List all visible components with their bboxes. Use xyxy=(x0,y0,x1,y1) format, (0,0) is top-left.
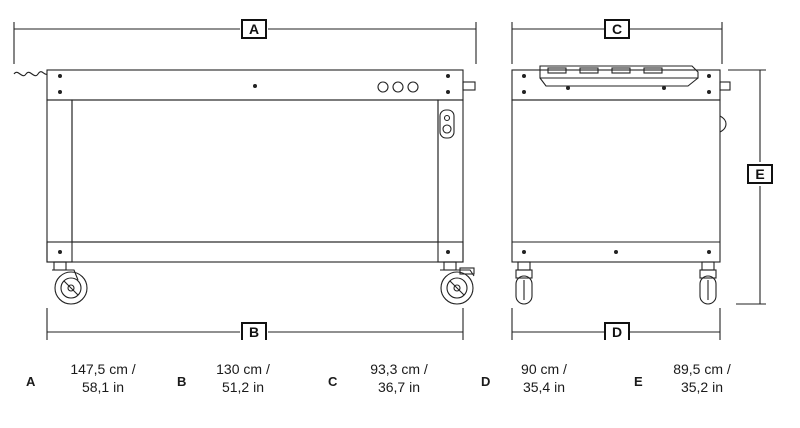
label-box-a: A xyxy=(241,19,267,39)
front-left-caster xyxy=(52,261,88,305)
label-box-e: E xyxy=(747,164,773,184)
top-tray xyxy=(539,65,699,79)
legend-value-a: 147,5 cm / 58,1 in xyxy=(48,360,158,396)
legend-imperial-a: 58,1 in xyxy=(81,379,125,395)
label-e: E xyxy=(755,166,764,182)
dimension-d xyxy=(511,308,721,340)
front-right-caster xyxy=(440,261,475,305)
legend-value-b: 130 cm / 51,2 in xyxy=(193,360,293,396)
cable-squiggle xyxy=(13,71,48,77)
control-knob-2 xyxy=(392,81,404,93)
control-knob-1 xyxy=(377,81,389,93)
legend-metric-d: 90 cm / xyxy=(521,361,567,377)
legend-imperial-e: 35,2 in xyxy=(680,379,724,395)
legend-value-e: 89,5 cm / 35,2 in xyxy=(647,360,757,396)
legend-letter-c: C xyxy=(328,374,338,389)
dimension-a xyxy=(13,22,477,64)
label-box-c: C xyxy=(604,19,630,39)
side-left-caster xyxy=(515,261,533,305)
legend-letter-a: A xyxy=(26,374,36,389)
legend-letter-e: E xyxy=(634,374,643,389)
label-b: B xyxy=(249,324,259,340)
legend-letter-d: D xyxy=(481,374,491,389)
dimensions-legend: A 147,5 cm / 58,1 in B 130 cm / 51,2 in … xyxy=(0,360,800,410)
dimension-b xyxy=(46,308,464,340)
legend-value-c: 93,3 cm / 36,7 in xyxy=(344,360,454,396)
label-a: A xyxy=(249,21,259,37)
legend-imperial-b: 51,2 in xyxy=(221,379,265,395)
front-view xyxy=(13,69,476,305)
legend-metric-a: 147,5 cm / xyxy=(70,361,136,377)
label-box-d: D xyxy=(604,322,630,340)
label-box-b: B xyxy=(241,322,267,340)
dimension-e xyxy=(728,69,766,305)
legend-metric-e: 89,5 cm / xyxy=(673,361,731,377)
legend-metric-c: 93,3 cm / xyxy=(370,361,428,377)
side-control-panel xyxy=(439,109,455,139)
label-d: D xyxy=(612,324,622,340)
label-c: C xyxy=(612,21,622,37)
legend-imperial-d: 35,4 in xyxy=(522,379,566,395)
legend-letter-b: B xyxy=(177,374,187,389)
technical-drawing: A B C D E xyxy=(13,19,773,340)
legend-metric-b: 130 cm / xyxy=(216,361,270,377)
control-knob-3 xyxy=(407,81,419,93)
side-right-caster xyxy=(699,261,717,305)
dimension-c xyxy=(511,22,723,64)
legend-value-d: 90 cm / 35,4 in xyxy=(494,360,594,396)
side-view xyxy=(511,65,731,305)
legend-imperial-c: 36,7 in xyxy=(377,379,421,395)
